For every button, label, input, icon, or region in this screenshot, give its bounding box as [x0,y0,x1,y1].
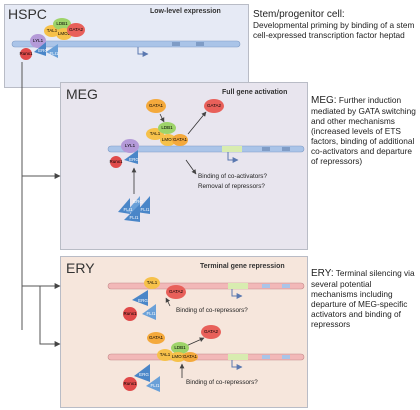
runx1-protein [123,307,137,321]
svg-text:ERG: ERG [139,372,149,377]
hspc-description-title: Stem/progenitor cell: [253,9,345,20]
svg-text:Runx1: Runx1 [109,159,123,164]
svg-text:FLI1: FLI1 [140,207,150,212]
svg-text:FLI1: FLI1 [146,311,156,316]
meg-repressor-note: Removal of repressors? [198,183,265,190]
ery-factor-complex-1: TAL1 ERG Runx1 FLI1 GATA2 [123,277,186,321]
svg-text:ERG: ERG [138,298,148,303]
svg-text:Runx1: Runx1 [123,381,137,386]
runx1-protein [123,377,137,391]
tal1-protein [157,349,173,361]
lyl1-protein [30,34,46,48]
gata2-protein [67,23,85,37]
meg-description-body: Further induction mediated by GATA switc… [311,95,416,166]
ery-corepressor-note-1: Binding of co-repressors? [176,307,248,314]
gata2-leaving [204,99,224,113]
svg-text:LDB1: LDB1 [56,21,68,26]
svg-text:TAL1: TAL1 [147,280,158,285]
svg-text:LMO2: LMO2 [162,137,175,142]
gata2-protein [166,285,186,299]
ldb1-protein [158,122,176,134]
ery-description-title: ERY: [311,268,334,279]
meg-title: MEG [66,86,98,102]
svg-text:ERG: ERG [38,48,48,53]
svg-text:LDB1: LDB1 [174,345,186,350]
svg-text:FLI1: FLI1 [150,383,160,388]
lyl1-protein [121,139,139,153]
ery-dna-2 [107,353,305,370]
fli1-protein [146,376,160,392]
hspc-header: Low-level expression [150,8,221,15]
svg-text:GATA2: GATA2 [69,27,84,32]
gata2-leaving [201,325,221,339]
runx1-protein [20,48,32,60]
ery-description: ERY: Terminal silencing via several pote… [311,268,418,329]
ets-protein [124,204,140,222]
ery-corepressor-note-2: Binding of co-repressors? [186,379,258,386]
hspc-description: Stem/progenitor cell: Developmental prim… [253,9,417,41]
svg-text:GATA1: GATA1 [173,137,188,142]
svg-text:GATA1: GATA1 [183,354,198,359]
tal1-protein [144,277,160,289]
svg-text:LDB1: LDB1 [161,125,173,130]
ery-title: ERY [66,260,95,276]
gata1-protein [172,134,188,146]
erg-protein [34,42,46,56]
meg-panel [60,82,308,250]
svg-text:LYL1: LYL1 [33,38,44,43]
fli1-protein [46,44,58,58]
svg-text:ERG: ERG [129,157,139,162]
fli1-protein [142,304,156,320]
svg-text:TAL1: TAL1 [47,28,58,33]
ery-panel [60,256,308,408]
meg-description: MEG: Further induction mediated by GATA … [311,95,418,166]
erg-protein [134,364,150,382]
gata1-protein [182,352,198,362]
svg-text:GATA2: GATA2 [204,329,219,334]
hspc-description-body: Developmental priming by binding of a st… [253,20,415,40]
hspc-dna [11,40,241,57]
ery-factor-complex-2: GATA1 GATA2 LDB1 TAL1 LMO2 GATA1 ERG Run… [123,325,221,392]
hspc-factor-complex: LYL1 TAL1 LDB1 LMO2 GATA2 Runx1 ERG FLI1 [19,18,85,60]
svg-text:GATA2: GATA2 [169,289,184,294]
lmo2-protein [170,352,186,362]
meg-description-title: MEG: [311,95,337,106]
ldb1-protein [53,18,71,30]
svg-text:ERG: ERG [133,199,143,204]
svg-text:GATA1: GATA1 [149,335,164,340]
svg-text:TAL1: TAL1 [150,131,161,136]
ery-dna-1 [107,282,305,299]
svg-text:FLI1: FLI1 [129,215,139,220]
ets-protein [118,198,130,214]
ery-description-body: Terminal silencing via several potential… [311,268,415,329]
svg-text:TAL1: TAL1 [160,352,171,357]
ldb1-protein [171,342,189,354]
meg-header: Full gene activation [222,89,288,96]
svg-text:GATA2: GATA2 [207,103,222,108]
ery-header: Terminal gene repression [200,263,285,270]
meg-coactivator-note: Binding of co-activators? [198,173,267,180]
lmo2-protein [160,134,176,146]
lineage-connectors [21,62,61,347]
svg-text:Runx1: Runx1 [123,311,137,316]
svg-text:LMO2: LMO2 [58,31,71,36]
gata1-protein [147,332,165,344]
svg-text:FLI1: FLI1 [123,207,133,212]
svg-text:FLI1: FLI1 [49,51,59,56]
meg-factor-complex: LYL1 ERG Runx1 TAL1 LDB1 LMO2 GATA1 GATA… [109,99,224,222]
svg-text:GATA1: GATA1 [149,103,164,108]
erg-protein [132,290,148,306]
svg-text:LMO2: LMO2 [172,354,185,359]
meg-dna [107,145,305,163]
hspc-title: HSPC [8,6,47,22]
svg-text:Runx1: Runx1 [19,51,33,56]
svg-text:LYL1: LYL1 [125,143,136,148]
gata1-incoming [146,99,166,113]
runx1-protein [110,156,122,168]
erg-protein [124,150,138,164]
